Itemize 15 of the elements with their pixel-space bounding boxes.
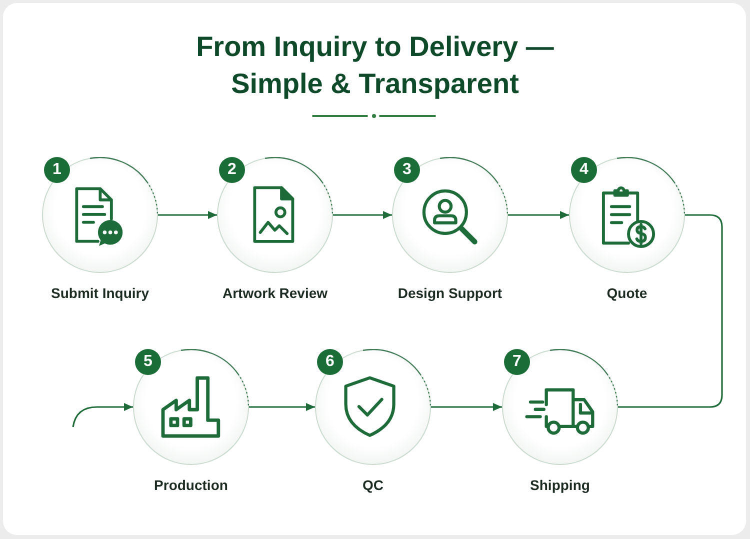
arrow [249,403,315,411]
step-label: Shipping [529,476,591,494]
step-label: Artwork Review [221,284,329,302]
arrow [333,211,392,219]
arrow [72,403,133,428]
step-label: Quote [606,284,648,302]
arrow [431,403,502,411]
step-label: QC [362,476,384,494]
step-label: Design Support [396,284,504,302]
connector-line [618,214,723,408]
step-label: Production [153,476,229,494]
arrow [158,211,217,219]
arrow [508,211,569,219]
step-label: Submit Inquiry [50,284,150,302]
title: From Inquiry to Delivery — Simple & Transparent [195,30,555,101]
